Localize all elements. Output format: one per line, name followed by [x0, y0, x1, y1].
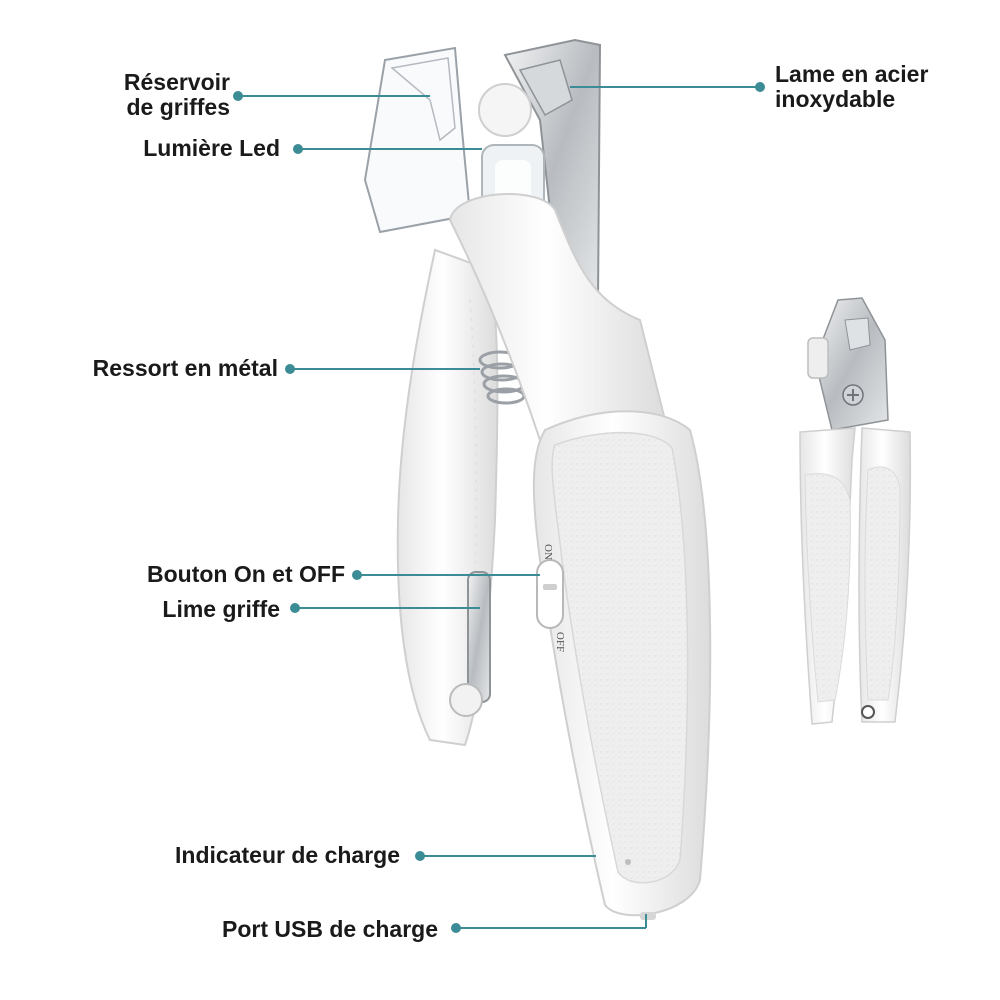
led-knob: [478, 83, 532, 137]
label-button: Bouton On et OFF: [146, 561, 345, 587]
leader-dot: [352, 570, 362, 580]
leader-dot: [415, 851, 425, 861]
leader-lines: [233, 82, 765, 933]
label-spring: Ressort en métal: [92, 355, 278, 381]
claw-file: [467, 571, 491, 703]
label-reservoir: Réservoir de griffes: [100, 70, 230, 120]
textured-grip: [551, 431, 689, 884]
label-usb-port: Port USB de charge: [222, 916, 438, 942]
power-switch[interactable]: [536, 559, 564, 629]
label-blade: Lame en acier inoxydable: [775, 62, 975, 112]
label-reservoir-line2: de griffes: [126, 94, 230, 120]
label-charge-indicator: Indicateur de charge: [175, 842, 400, 868]
usb-port: [640, 912, 656, 920]
leader-dot: [290, 603, 300, 613]
label-file: Lime griffe: [162, 596, 280, 622]
switch-on-text: ON: [542, 544, 554, 560]
front-neck: [448, 193, 667, 442]
label-blade-line2: inoxydable: [775, 86, 896, 112]
charge-indicator-led: [625, 859, 631, 865]
label-led: Lumière Led: [143, 135, 280, 161]
leader-dot: [293, 144, 303, 154]
label-reservoir-line1: Réservoir: [123, 69, 230, 95]
switch-off-text: OFF: [554, 632, 566, 652]
leader-dot: [233, 91, 243, 101]
main-clipper: [363, 38, 712, 920]
side-view-clipper: [799, 297, 912, 725]
label-blade-line1: Lame en acier: [775, 61, 929, 87]
leader-dot: [451, 923, 461, 933]
leader-dot: [755, 82, 765, 92]
leader-dot: [285, 364, 295, 374]
claw-reservoir: [363, 46, 472, 234]
